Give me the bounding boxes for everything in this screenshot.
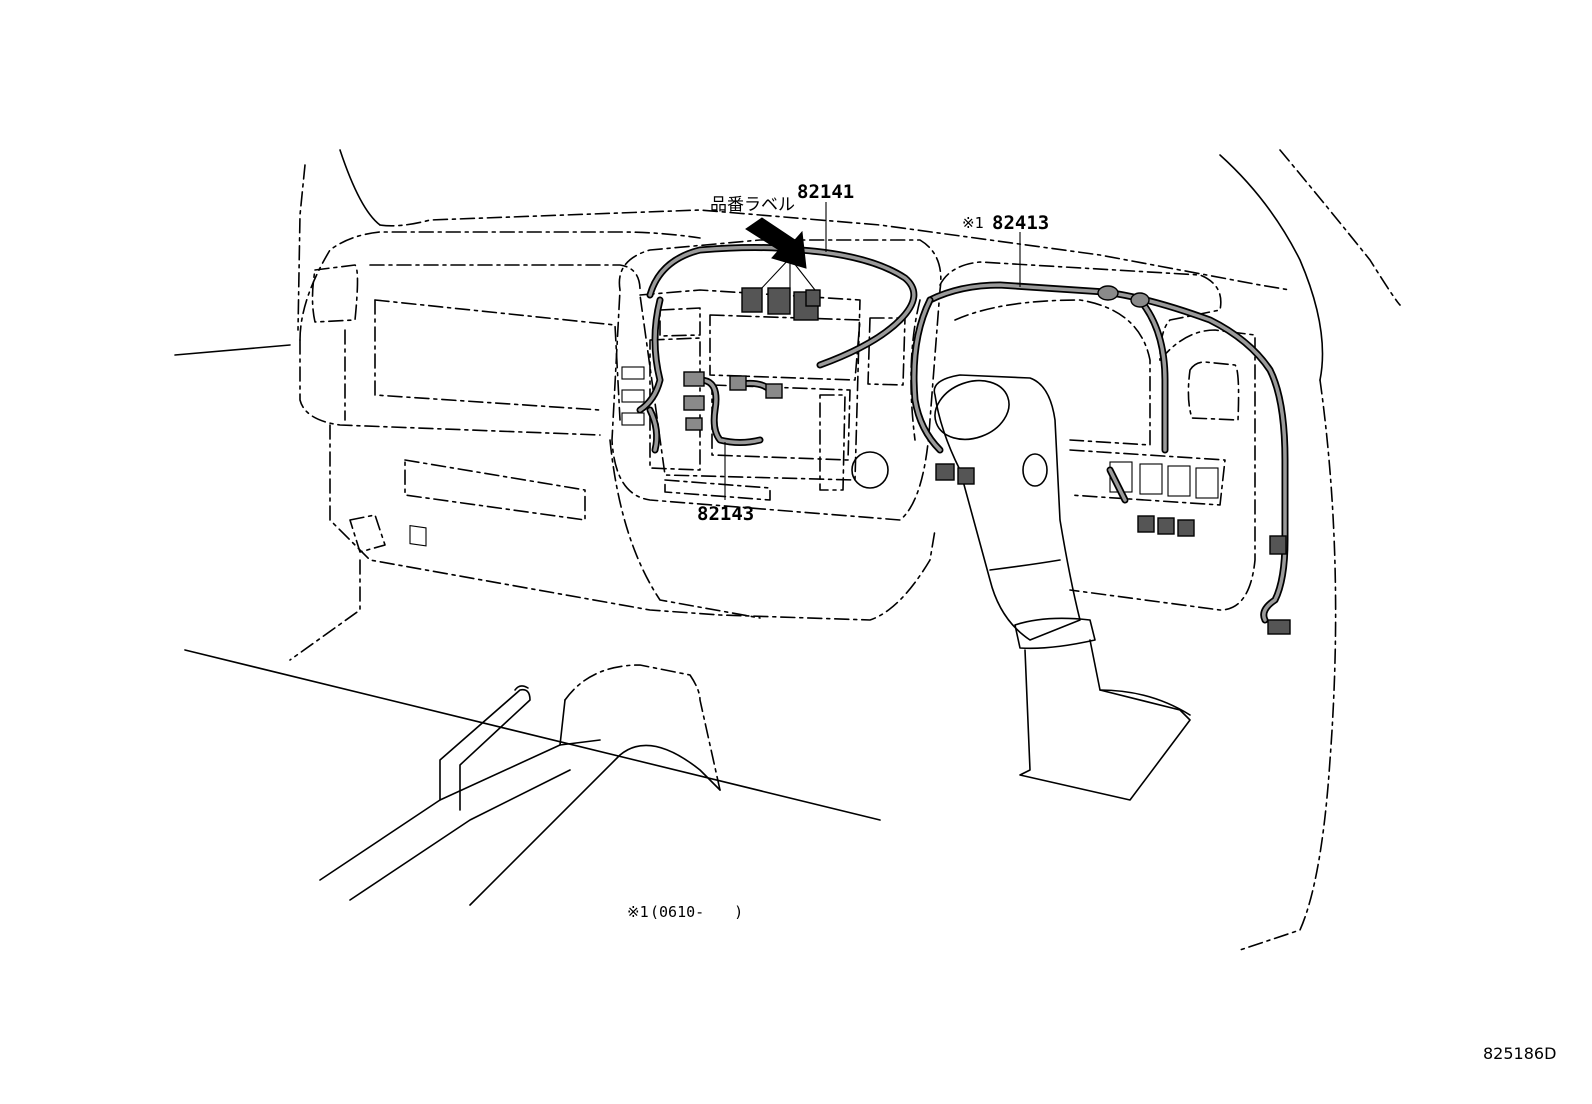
connector-82413-side [1269,535,1287,555]
connector-82413-switch-a [1137,515,1155,533]
harness-82141 [636,244,918,414]
right-air-vent [1187,361,1240,421]
connector-82413-switch-b [1157,517,1175,535]
connector-82413-column-a [935,463,955,481]
parking-brake-lever [439,688,531,811]
clip-82413-a [1097,285,1119,301]
dashboard-body [289,231,936,661]
connector-82413-switch-c [1177,519,1195,537]
connector-82143-a [683,371,705,387]
callout-82413: 82413 [992,212,1049,234]
console-switch-2 [621,389,645,403]
floor-and-brake [184,649,881,906]
glove-box-handle [404,459,586,521]
connector-82143-e [765,383,783,399]
label-location-arrow-icon [745,217,807,269]
callout-82143: 82143 [697,503,754,525]
right-switch-2 [1139,463,1163,495]
left-air-vent [311,264,359,323]
console-switch-1 [621,366,645,380]
center-left-vent [659,307,701,337]
cabin-outline [174,149,1401,951]
harness-82413 [910,281,1291,635]
callout-part-number-label: 品番ラベル [710,195,795,215]
glove-box-corner [349,514,386,553]
figure-code: 825186D [1483,1044,1556,1063]
column-boot-ring [1014,617,1096,650]
harness-82143 [646,371,783,454]
instrument-cluster [910,261,1256,611]
steering-column-cap [934,379,1010,441]
callout-82413-prefix: ※1 [962,214,984,232]
connector-82141-d [805,289,821,307]
footnote-text: (0610- ) [650,903,743,921]
connector-82413-column-b [957,467,975,485]
connector-82141-b [767,287,791,315]
glove-box-latch [409,524,427,547]
center-display-panel [709,314,861,381]
callout-82141: 82141 [797,181,854,203]
connector-82143-b [683,395,705,411]
center-console [609,239,942,619]
cigar-lighter [851,451,889,489]
footnote-marker: ※1 [627,903,649,921]
connector-82143-d [729,375,747,391]
clip-82413-b [1130,292,1150,308]
center-right-vent [867,317,906,386]
leader-lines [724,202,1021,500]
right-switch-3 [1167,465,1191,497]
connector-82143-c [685,417,703,431]
right-switch-4 [1195,467,1219,499]
console-switch-3 [621,412,645,426]
connector-82413-bottom [1267,619,1291,635]
connector-82141-a [741,287,763,313]
key-cylinder [1022,453,1048,487]
